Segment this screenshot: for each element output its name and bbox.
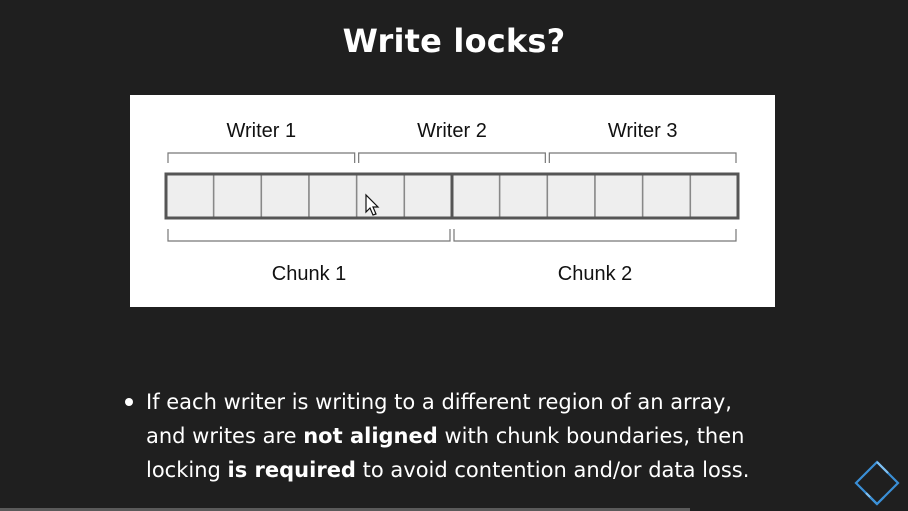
chunk-brace [453,229,737,242]
chunk-brace [167,229,451,242]
array-cell [212,173,263,219]
array-cell [165,173,215,219]
chunk-label: Chunk 1 [272,263,347,285]
bullet-line-1: If each writer is writing to a different… [146,390,732,414]
writer-label: Writer 1 [227,120,297,142]
writer-brace [167,152,356,163]
bullet-line-2c: with chunk boundaries, then [437,424,745,448]
array-cell [308,173,358,219]
array-cell [355,173,406,219]
array-cell [260,173,310,219]
array-cell [689,173,739,219]
array-cell [403,173,453,219]
bullet-emphasis-not-aligned: not aligned [303,424,438,448]
chunk-label: Chunk 2 [558,263,633,285]
chunk-diagram-svg: Writer 1 Writer 2 Writer 3 Chunk 1 Chunk 2 [164,120,740,285]
writer-brace [548,152,737,163]
array-cell [546,173,596,219]
progress-bar [0,508,690,511]
bullet-line-3c: to avoid contention and/or data loss. [355,458,750,482]
writer-brace [358,152,546,163]
array-cell [451,173,501,219]
mouse-cursor-icon [365,193,380,216]
array-cell [594,173,644,219]
brand-logo-icon [852,459,902,507]
bullet-list: If each writer is writing to a different… [122,385,802,487]
array-cell [498,173,549,219]
chunk-diagram: Writer 1 Writer 2 Writer 3 Chunk 1 Chunk 2 [130,95,775,307]
bullet-dot [125,398,133,406]
array-cell [641,173,692,219]
bullet-item: If each writer is writing to a different… [122,385,802,487]
bullet-line-2a: and writes are [146,424,304,448]
writer-label: Writer 3 [608,120,678,142]
bullet-emphasis-is-required: is required [227,458,356,482]
slide-title: Write locks? [342,22,566,60]
bullet-line-3a: locking [146,458,228,482]
writer-label: Writer 2 [417,120,487,142]
